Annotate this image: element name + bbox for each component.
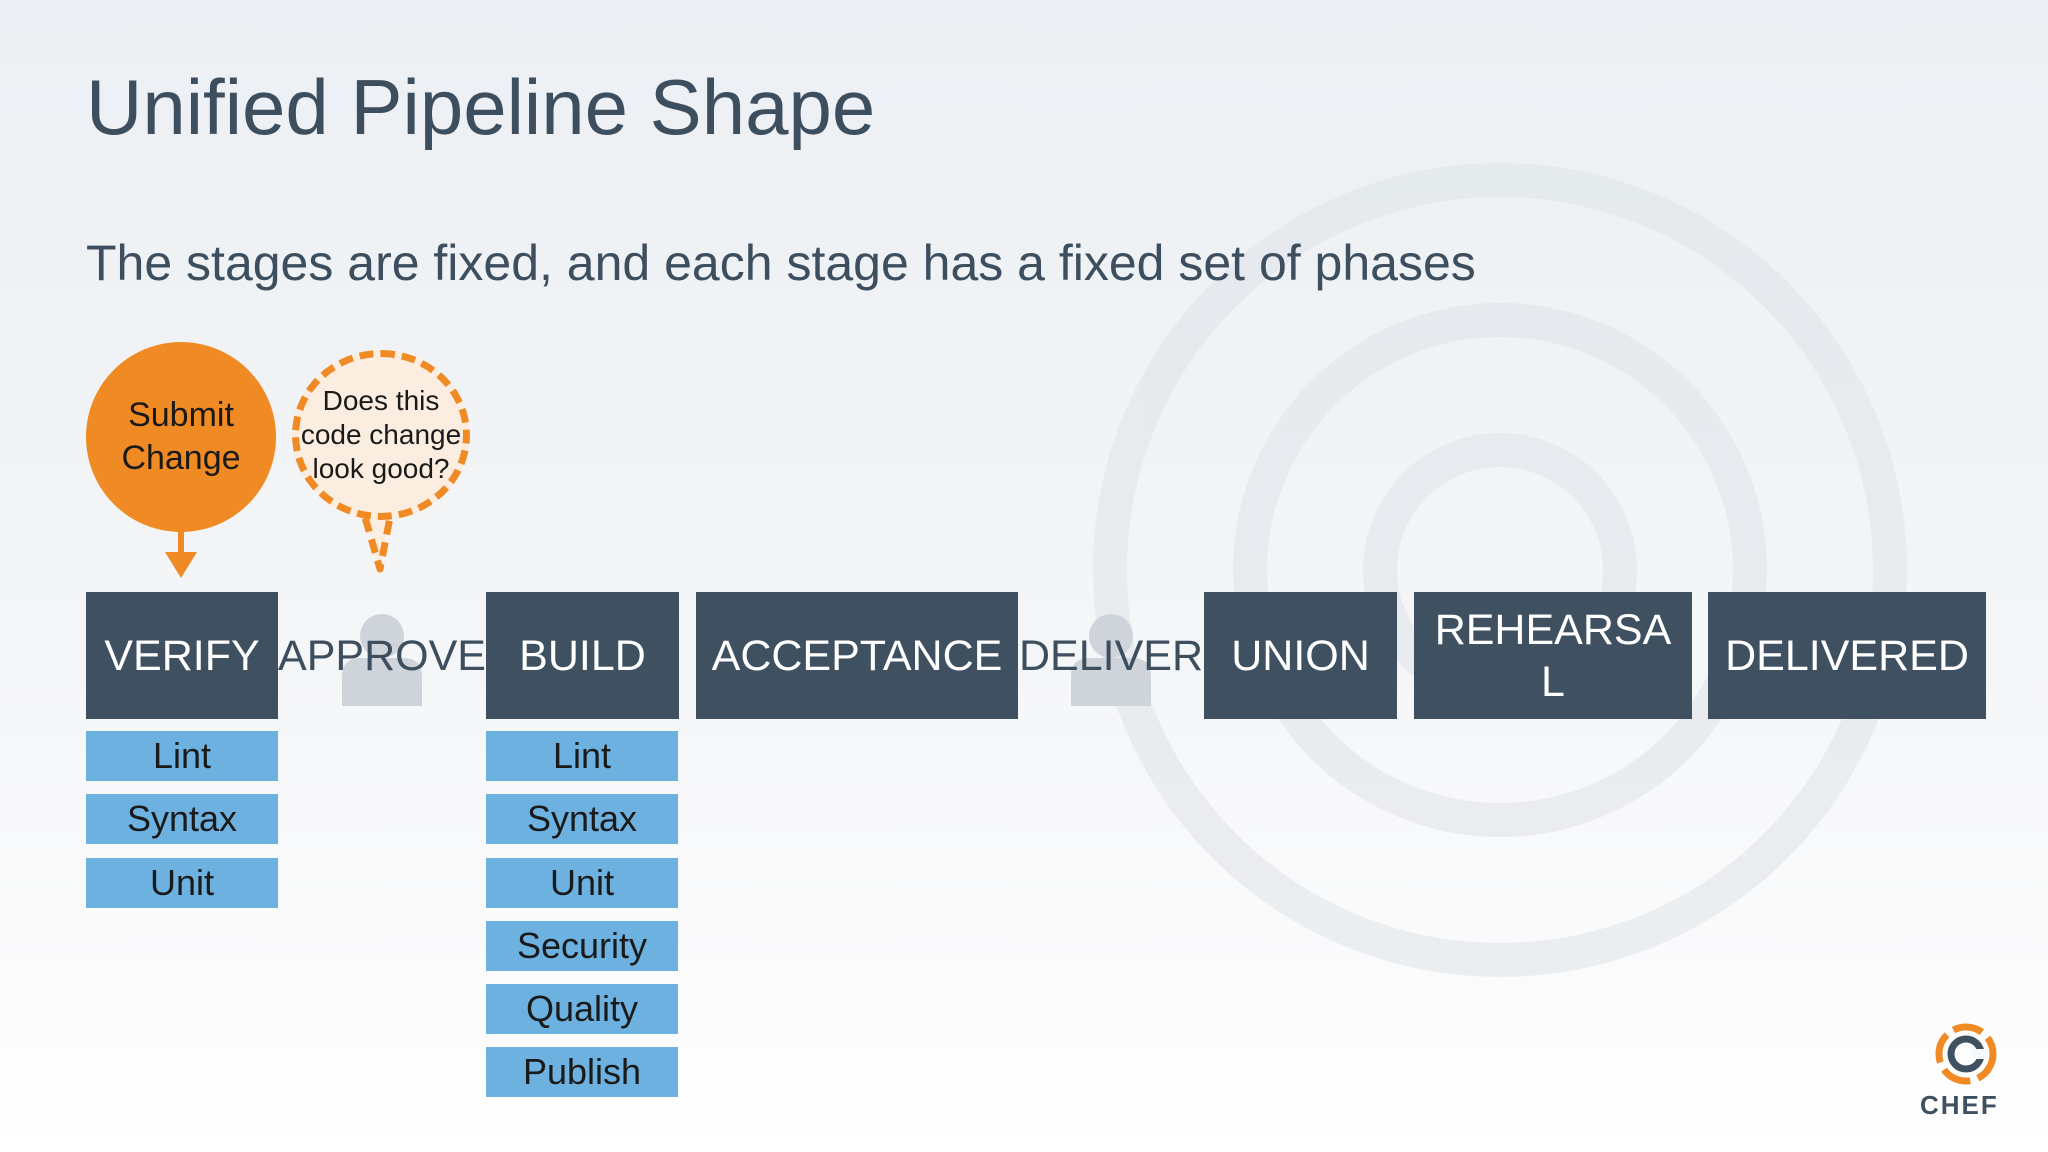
gate-deliver-label: DELIVER: [1018, 631, 1203, 680]
stage-build-label: BUILD: [519, 631, 646, 680]
submit-arrow-stem: [178, 528, 184, 554]
verify-phase-syntax: Syntax: [86, 794, 278, 844]
slide-subtitle: The stages are fixed, and each stage has…: [86, 235, 1476, 291]
gate-deliver: DELIVER: [1018, 592, 1204, 719]
gate-approve-label: APPROVE: [278, 631, 486, 680]
slide-title: Unified Pipeline Shape: [86, 63, 876, 151]
chef-logo-wordmark: CHEF: [1920, 1090, 1999, 1120]
stage-acceptance-label: ACCEPTANCE: [711, 631, 1003, 680]
chef-logo-icon: [1935, 1023, 1997, 1085]
build-phase-quality: Quality: [486, 984, 678, 1034]
build-phase-publish: Publish: [486, 1047, 678, 1097]
stage-rehearsal-label: REHEARSAL: [1434, 605, 1672, 706]
verify-phase-lint: Lint: [86, 731, 278, 781]
question-bubble-tail: [358, 505, 396, 573]
stage-union-label: UNION: [1231, 631, 1370, 680]
stage-delivered: DELIVERED: [1708, 592, 1986, 719]
review-question-label: Does this code change look good?: [300, 385, 462, 484]
person-icon: [342, 614, 422, 706]
review-question-callout: Does this code change look good?: [292, 350, 470, 520]
stage-delivered-label: DELIVERED: [1725, 631, 1969, 680]
verify-phase-unit: Unit: [86, 858, 278, 908]
build-phase-unit: Unit: [486, 858, 678, 908]
submit-change-callout: Submit Change: [86, 342, 276, 532]
submit-arrow-head: [165, 552, 197, 578]
build-phase-syntax: Syntax: [486, 794, 678, 844]
stage-verify-label: VERIFY: [104, 631, 260, 680]
stage-verify: VERIFY: [86, 592, 278, 719]
stage-union: UNION: [1204, 592, 1397, 719]
stage-rehearsal: REHEARSAL: [1414, 592, 1692, 719]
gate-approve: APPROVE: [278, 592, 486, 719]
stage-build: BUILD: [486, 592, 679, 719]
build-phase-lint: Lint: [486, 731, 678, 781]
stage-acceptance: ACCEPTANCE: [696, 592, 1018, 719]
submit-change-label: Submit Change: [121, 396, 241, 477]
build-phase-security: Security: [486, 921, 678, 971]
